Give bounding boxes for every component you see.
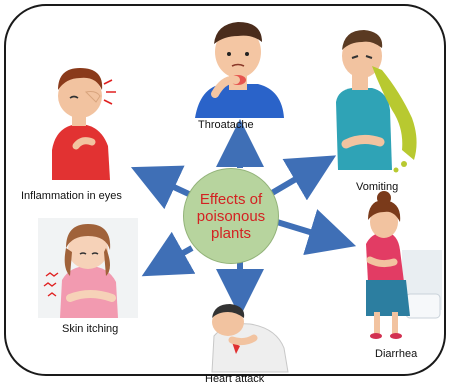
eye-pain-person-icon	[52, 68, 116, 180]
stomach-ache-person-icon	[366, 191, 442, 339]
label-inflammation-in-eyes: Inflammation in eyes	[21, 190, 122, 202]
vomiting-person-icon	[336, 30, 417, 173]
arrow-vomiting	[272, 166, 318, 193]
itching-person-icon	[38, 218, 138, 318]
label-skin-itching: Skin itching	[62, 323, 118, 335]
sore-throat-person-icon	[195, 22, 284, 118]
arrow-diarrhea	[277, 222, 336, 240]
center-title-line-2: poisonous	[197, 208, 265, 225]
label-throatache: Throatache	[198, 119, 254, 131]
label-vomiting: Vomiting	[356, 181, 398, 193]
arrow-inflammation	[150, 176, 191, 195]
center-title-line-1: Effects of	[200, 191, 262, 208]
chest-pain-person-icon	[212, 304, 288, 372]
label-diarrhea: Diarrhea	[375, 348, 417, 360]
label-heart-attack: Heart attack	[205, 373, 264, 385]
center-title-line-3: plants	[211, 225, 251, 242]
arrow-skin-itching	[160, 248, 192, 266]
center-node: Effects of poisonous plants	[183, 168, 279, 264]
